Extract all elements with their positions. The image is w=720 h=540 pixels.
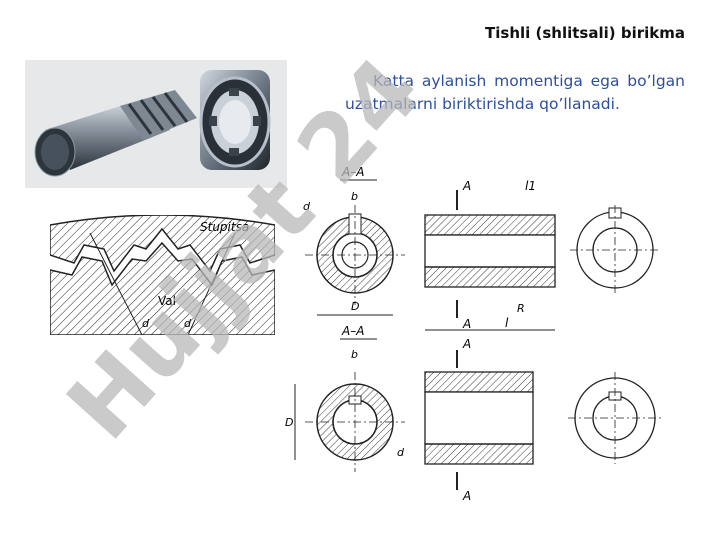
spline-photo-illustration <box>34 70 271 177</box>
top-cut-label-bottom: A <box>462 317 471 331</box>
top-section-view: A–A D d b <box>303 165 405 316</box>
bottom-section-view: A–A b D d <box>285 324 405 472</box>
dim-right-label: d <box>184 317 192 330</box>
bottom-section-label: A–A <box>341 324 364 338</box>
top-label-l1: l1 <box>525 179 536 193</box>
description-paragraph: Katta aylanish momentiga ega bo’lgan uza… <box>345 72 685 113</box>
bottom-cut-label-top: A <box>462 337 471 351</box>
top-longitudinal-section: A l1 l R A <box>424 179 556 331</box>
bottom-end-view <box>568 372 662 464</box>
bottom-label-D: D <box>285 416 293 429</box>
bottom-label-d: d <box>397 446 405 459</box>
top-section-label: A–A <box>341 165 364 179</box>
shaft-label: Val <box>158 294 176 308</box>
bottom-label-b: b <box>351 348 358 361</box>
top-label-R: R <box>517 302 525 315</box>
spline-section-diagram: Stupitsa Val d d <box>50 215 275 335</box>
top-label-l: l <box>505 316 509 330</box>
top-label-b: b <box>351 190 358 203</box>
top-label-D: D <box>351 300 359 313</box>
top-end-view <box>570 205 660 295</box>
bottom-cut-label-bottom: A <box>462 489 471 503</box>
top-cut-label-top: A <box>462 179 471 193</box>
slide-title: Tishli (shlitsali) birikma <box>485 24 685 42</box>
technical-drawings: A–A D d b A l1 l R A A–A <box>285 165 662 503</box>
top-label-d: d <box>303 200 311 213</box>
spline-photo <box>25 60 287 188</box>
dim-left-label: d <box>142 317 150 330</box>
hub-label: Stupitsa <box>200 220 249 234</box>
bottom-longitudinal-section: A A <box>424 337 534 503</box>
